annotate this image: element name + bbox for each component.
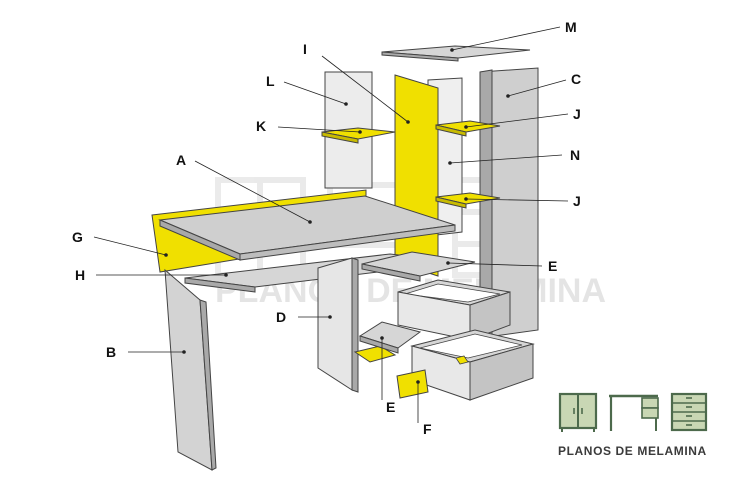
label-b: B [106,344,116,360]
label-e-bottom: E [386,399,395,415]
plinth-f [396,369,429,399]
drawer-upper [397,279,511,341]
rail-h-edge [184,277,256,293]
panel-d-edge [351,257,359,393]
panel-i [394,74,439,277]
label-k: K [256,118,266,134]
cleat-yellow [353,345,397,363]
leader-dots [164,48,510,384]
label-i: I [303,41,307,57]
label-h: H [75,267,85,283]
wardrobe-icon [558,392,598,432]
label-m: M [565,19,577,35]
label-l: L [266,73,275,89]
label-d: D [276,309,286,325]
brand-name: PLANOS DE MELAMINA [558,444,707,458]
label-n: N [570,147,580,163]
label-a: A [176,152,186,168]
shelf-e-lower-edge [359,335,399,354]
label-f: F [423,421,432,437]
shelf-e-upper-edge [361,263,421,282]
drawer-lower [410,329,535,401]
shelf-j-top-edge [435,124,467,137]
label-c: C [571,71,581,87]
panel-d [317,257,353,391]
shelf-k-edge [321,131,359,144]
shelf-j-bottom-edge [435,196,467,209]
label-e-right: E [548,258,557,274]
panel-a-front-edge [239,224,456,261]
panel-b-edge [199,299,217,471]
dresser-icon [670,392,708,432]
brand-logo: PLANOS DE MELAMINA [558,392,708,458]
label-j-top: J [573,106,581,122]
desk-icon [609,394,659,431]
panel-m-edge [381,51,459,62]
leader-lines [93,26,569,423]
label-g: G [72,229,83,245]
label-j-bottom: J [573,193,581,209]
